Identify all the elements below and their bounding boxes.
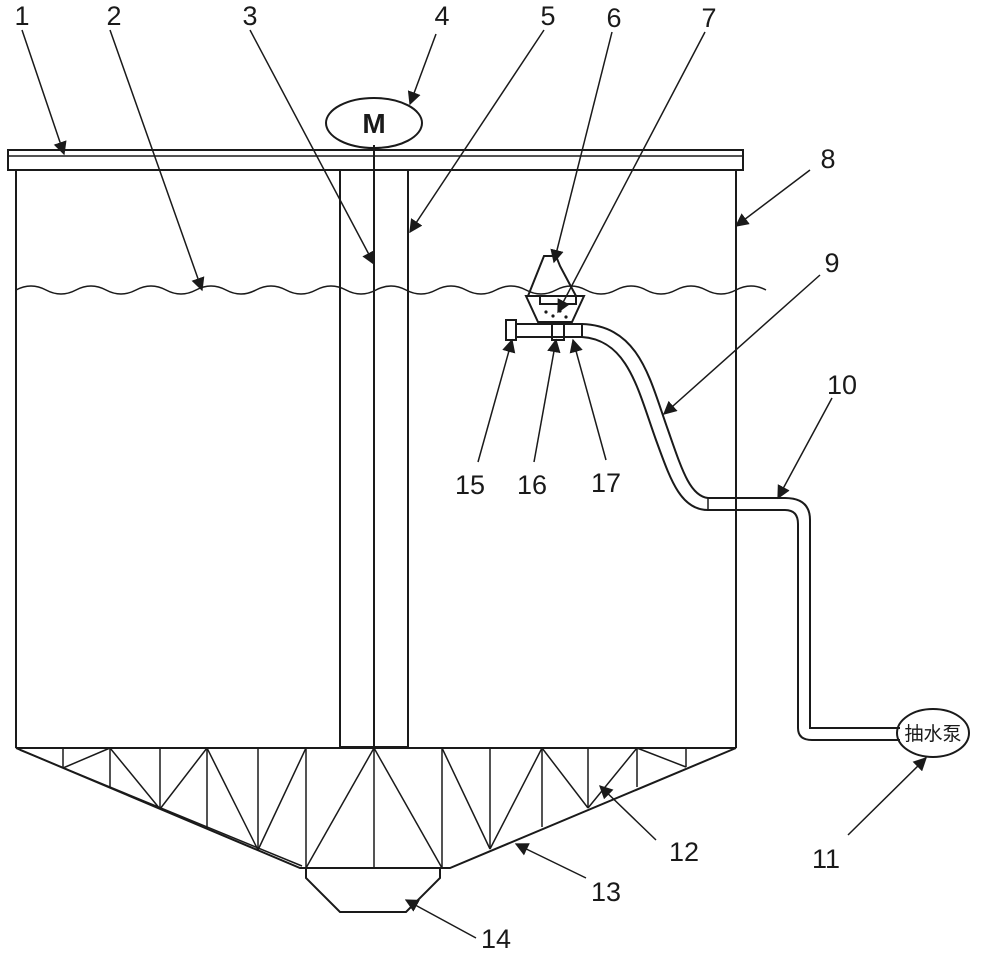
callout-7: 7	[701, 3, 716, 33]
callout-9: 9	[824, 248, 839, 278]
callout-16: 16	[517, 470, 547, 500]
end-cap	[505, 319, 517, 341]
hose	[581, 323, 736, 499]
water-pump-label: 抽水泵	[904, 723, 961, 745]
callout-11: 11	[812, 844, 840, 874]
callout-8: 8	[820, 144, 835, 174]
callout-15: 15	[455, 470, 485, 500]
tank-lid	[7, 149, 744, 171]
callout-12: 12	[669, 837, 699, 867]
water-surface	[15, 285, 767, 295]
external-pipe	[736, 497, 900, 729]
callout-5: 5	[540, 1, 555, 31]
feed-pipe	[515, 323, 583, 338]
callout-1: 1	[14, 1, 29, 31]
bottom-truss	[62, 747, 687, 869]
callout-17: 17	[591, 468, 621, 498]
callout-10: 10	[827, 370, 857, 400]
callout-13: 13	[591, 877, 621, 907]
callout-3: 3	[242, 1, 257, 31]
spray-nozzle	[524, 255, 586, 323]
callout-14: 14	[481, 924, 511, 954]
callout-6: 6	[606, 3, 621, 33]
discharge-outlet	[305, 868, 441, 913]
leader-lines	[21, 29, 927, 939]
motor	[325, 97, 423, 149]
water-pump	[896, 708, 970, 758]
conical-bottom	[15, 747, 737, 869]
callout-4: 4	[434, 1, 449, 31]
motor-label: M	[362, 108, 385, 139]
callout-2: 2	[106, 1, 121, 31]
